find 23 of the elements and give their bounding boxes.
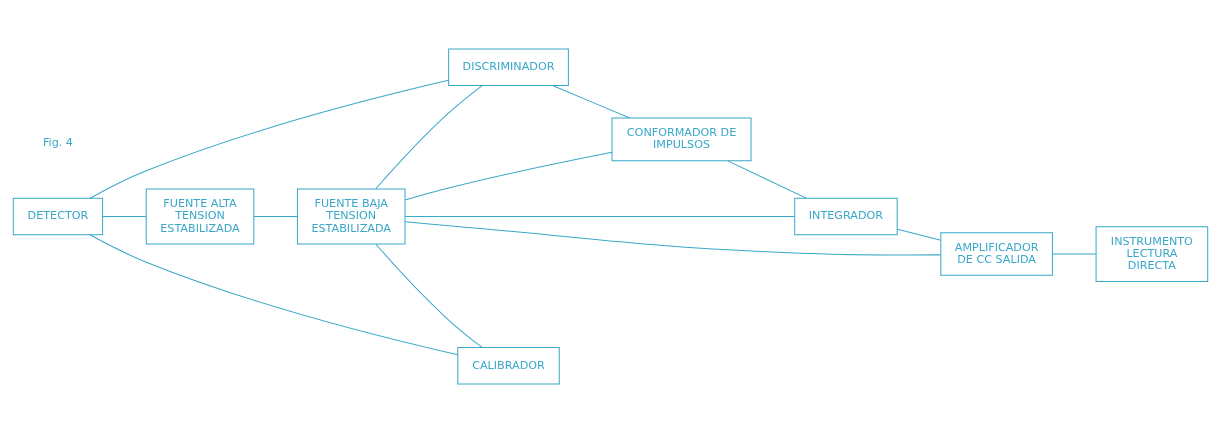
connector bbox=[404, 151, 613, 201]
node-box: CONFORMADOR DE IMPULSOS bbox=[611, 117, 752, 161]
node-box: FUENTE BAJA TENSION ESTABILIZADA bbox=[296, 188, 406, 244]
connector bbox=[552, 84, 631, 118]
node-box: DETECTOR bbox=[12, 197, 104, 235]
connector bbox=[727, 159, 807, 199]
node-box: AMPLIFICADOR DE CC SALIDA bbox=[940, 231, 1053, 276]
node-box: FUENTE ALTA TENSION ESTABILIZADA bbox=[145, 188, 255, 244]
connector bbox=[896, 228, 942, 241]
connector bbox=[253, 215, 298, 217]
connector bbox=[404, 215, 796, 217]
connector bbox=[1052, 253, 1097, 255]
label: Fig. 4 bbox=[42, 135, 73, 149]
node-box: DISCRIMINADOR bbox=[448, 48, 569, 86]
connector bbox=[89, 233, 459, 355]
connector bbox=[89, 79, 449, 199]
node-box: CALIBRADOR bbox=[457, 346, 560, 384]
connector bbox=[404, 220, 942, 255]
connector bbox=[375, 243, 483, 348]
node-box: INSTRUMENTO LECTURA DIRECTA bbox=[1095, 225, 1209, 282]
node-box: INTEGRADOR bbox=[794, 197, 898, 235]
connector bbox=[375, 84, 483, 189]
connector bbox=[102, 215, 147, 217]
